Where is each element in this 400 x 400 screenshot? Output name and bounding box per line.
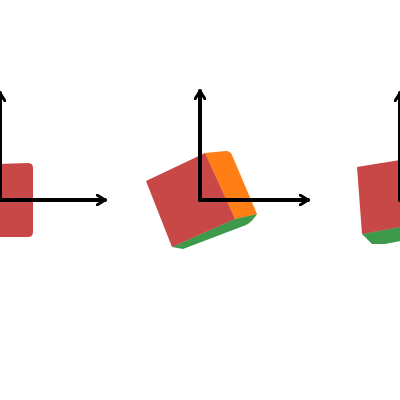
axes-center	[200, 89, 310, 200]
panel-center	[146, 89, 310, 249]
axes-left	[0, 91, 107, 200]
cube-front-face	[357, 159, 400, 234]
panel-left	[0, 91, 107, 237]
cube-bottom-face	[172, 214, 257, 249]
cube-bottom-face	[362, 227, 400, 244]
rotated-cube-center	[146, 151, 257, 249]
cube-front-face	[146, 153, 235, 247]
panel-right	[357, 91, 400, 244]
rotated-cube-right	[357, 159, 400, 244]
